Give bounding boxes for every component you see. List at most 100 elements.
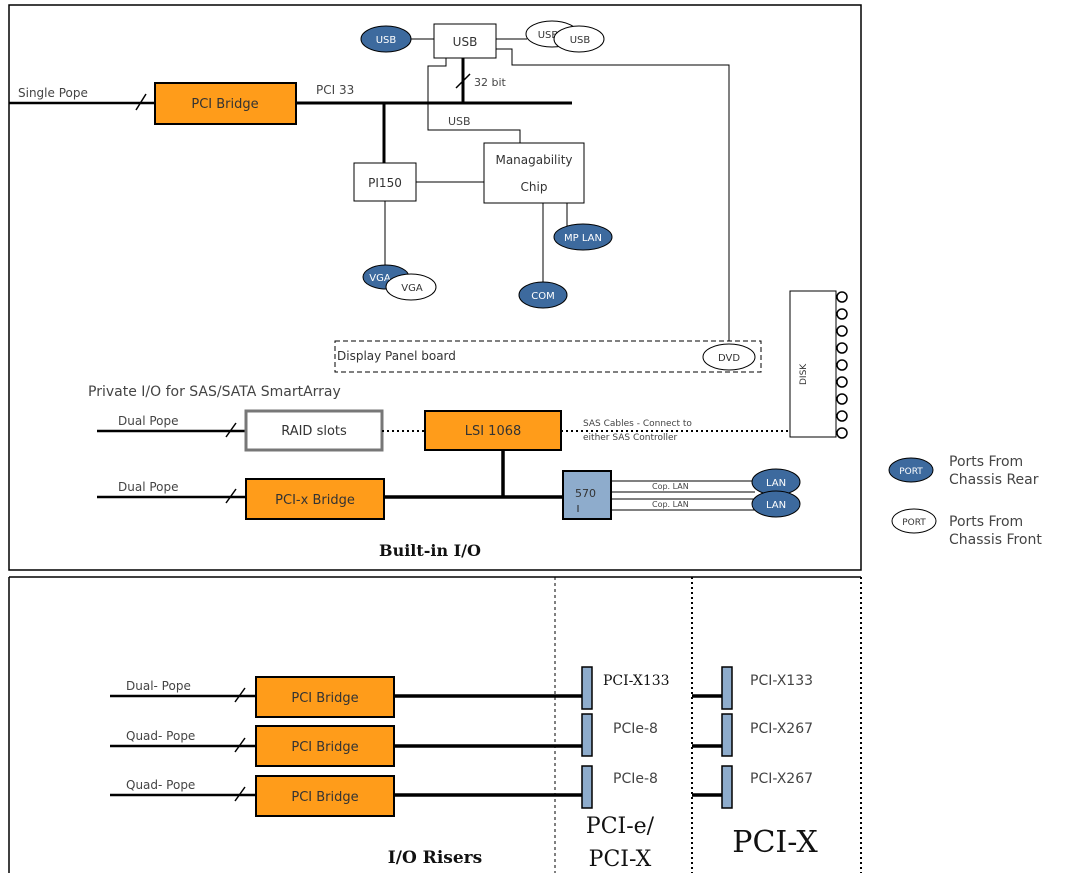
display-panel-label: Display Panel board (337, 349, 456, 363)
usb-link-label: USB (448, 115, 471, 128)
disk-label: DISK (799, 363, 809, 385)
riser-1-slash (234, 687, 246, 703)
disk-slot (836, 410, 848, 422)
manageability-label-2: Chip (521, 180, 548, 194)
chip-570-box (562, 470, 612, 520)
disk-slot (836, 427, 848, 439)
lan-port-2 (751, 490, 801, 518)
riser-row-1: Dual- Pope PCI Bridge PCI-X133 PCI-X133 (110, 666, 813, 718)
legend-rear-line1: Ports From (949, 454, 1023, 470)
legend-front-badge (891, 508, 937, 534)
legend-front-line2: Chassis Front (949, 532, 1042, 548)
risers-title: I/O Risers (388, 848, 482, 868)
com-label: COM (531, 291, 554, 302)
riser-1-mid-label: PCI-X133 (603, 673, 670, 689)
copper-lan-2-label: Cop. LAN (652, 500, 689, 509)
usb-to-manageability-link (427, 58, 521, 143)
dual-pope-2-slash (225, 488, 237, 504)
usb-hub-label: USB (453, 35, 478, 49)
riser-2-pope-label: Quad- Pope (126, 729, 195, 743)
disk-slot (836, 342, 848, 354)
pcix-bridge-label: PCI-x Bridge (275, 493, 355, 508)
raid-slots-box (244, 409, 384, 452)
single-pope-label: Single Pope (18, 86, 88, 100)
dual-pope-1-label: Dual Pope (118, 414, 179, 428)
vga-front-port (385, 273, 437, 301)
usb-front-label-b: USB (570, 35, 591, 46)
riser-2-right-slot (721, 713, 733, 757)
raid-slots-label: RAID slots (281, 424, 347, 439)
copper-lan-1-label: Cop. LAN (652, 482, 689, 491)
dual-pope-1-slash (225, 422, 237, 438)
riser-3-right-slot (721, 765, 733, 809)
disk-slot (836, 359, 848, 371)
riser-3-bridge-box (255, 775, 395, 817)
disk-slot (836, 308, 848, 320)
riser-1-bridge-label: PCI Bridge (291, 691, 358, 706)
usb-hub-box (433, 23, 497, 59)
riser-1-right-slot (721, 666, 733, 710)
pci33-label: PCI 33 (316, 83, 354, 97)
pcix-bridge-box (245, 478, 385, 520)
riser-3-pope-label: Quad- Pope (126, 778, 195, 792)
sas-cable-label-1: SAS Cables - Connect to (583, 419, 692, 429)
32bit-label: 32 bit (474, 76, 507, 89)
single-pope-slash (135, 93, 147, 111)
pci-bridge-top-box (154, 82, 297, 125)
riser-row-2: Quad- Pope PCI Bridge PCIe-8 PCI-X267 (110, 713, 813, 767)
riser-2-bridge-box (255, 725, 395, 767)
lsi-1068-label: LSI 1068 (465, 424, 522, 439)
dvd-label: DVD (718, 353, 740, 364)
riser-1-pope-label: Dual- Pope (126, 679, 191, 693)
dvd-port (702, 343, 756, 371)
col-mid-title-1: PCI-e/ (586, 814, 655, 839)
riser-3-right-label: PCI-X267 (750, 771, 813, 787)
builtin-title: Built-in I/O (379, 541, 481, 560)
riser-3-slash (234, 786, 246, 802)
com-port (518, 281, 568, 309)
disk-slot (836, 393, 848, 405)
riser-row-3: Quad- Pope PCI Bridge PCIe-8 PCI-X267 (110, 765, 813, 817)
private-io-label: Private I/O for SAS/SATA SmartArray (88, 384, 341, 400)
riser-2-mid-slot (581, 713, 593, 757)
usb-to-dvd-link (496, 48, 730, 341)
col-right-title: PCI-X (732, 825, 818, 860)
chip-570-label: 570 (575, 487, 596, 500)
dual-pope-2-label: Dual Pope (118, 480, 179, 494)
vga-rear-label: VGA (369, 273, 391, 284)
sas-cable-label-2: either SAS Controller (583, 433, 678, 443)
32bit-slash (455, 73, 471, 89)
riser-1-right-label: PCI-X133 (750, 673, 813, 689)
legend-rear-badge-label: PORT (899, 467, 923, 477)
riser-2-mid-label: PCIe-8 (613, 721, 658, 737)
riser-3-mid-label: PCIe-8 (613, 771, 658, 787)
pi150-box (353, 162, 417, 202)
builtin-io-frame (8, 4, 862, 571)
riser-1-mid-slot (581, 666, 593, 710)
mp-lan-port (553, 223, 613, 251)
legend-front-line1: Ports From (949, 514, 1023, 530)
vga-front-label: VGA (401, 283, 423, 294)
manageability-chip-box (483, 142, 585, 204)
usb-rear-port (360, 25, 412, 53)
riser-3-mid-slot (581, 765, 593, 809)
disk-backplane (789, 290, 837, 438)
mp-lan-label: MP LAN (564, 233, 602, 244)
display-panel-board (334, 340, 762, 373)
riser-2-bridge-label: PCI Bridge (291, 740, 358, 755)
riser-2-slash (234, 737, 246, 753)
usb-front-label-a: USB (538, 30, 559, 41)
legend-rear-line2: Chassis Rear (949, 472, 1039, 488)
pi150-label: PI150 (368, 176, 402, 190)
riser-3-bridge-label: PCI Bridge (291, 790, 358, 805)
legend-front-badge-label: PORT (902, 518, 926, 528)
lan-1-label: LAN (766, 478, 786, 489)
riser-2-right-label: PCI-X267 (750, 721, 813, 737)
pci-bridge-top-label: PCI Bridge (191, 97, 258, 112)
disk-slot (836, 291, 848, 303)
usb-front-port-b (553, 25, 605, 53)
manageability-label-1: Managability (495, 153, 572, 167)
disk-slot-group (836, 291, 848, 439)
disk-slot (836, 325, 848, 337)
lan-2-label: LAN (766, 500, 786, 511)
